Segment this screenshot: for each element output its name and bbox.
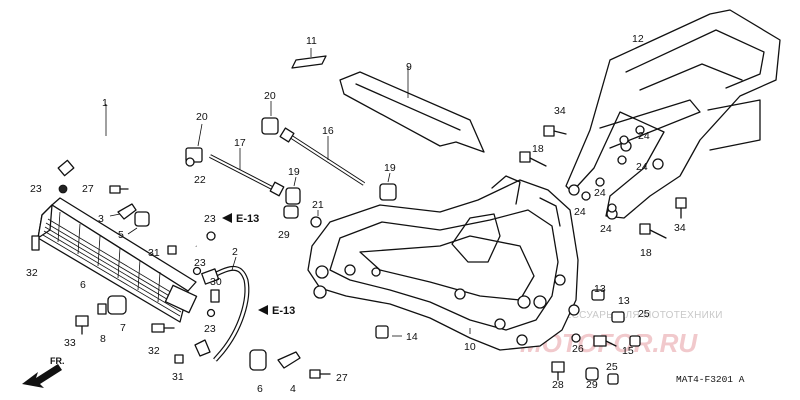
callout-part-6a[interactable]: 6 [80,279,86,291]
callout-part-22[interactable]: 22 [194,174,206,186]
callout-part-32a[interactable]: 32 [26,267,38,279]
callout-part-34a[interactable]: 34 [554,105,566,117]
callout-part-25a[interactable]: 25 [638,308,650,320]
callout-part-20a[interactable]: 20 [196,111,208,123]
callout-part-29[interactable]: 29 [278,229,290,241]
oil-cooler [37,197,198,323]
callout-part-5[interactable]: 5 [118,229,124,241]
callout-part-7[interactable]: 7 [120,322,126,334]
callout-part-32b[interactable]: 32 [148,345,160,357]
callout-part-14[interactable]: 14 [406,331,418,343]
callout-part-23d[interactable]: 23 [204,323,216,335]
callout-part-8[interactable]: 8 [100,333,106,345]
callout-part-18a[interactable]: 18 [532,143,544,155]
callout-part-24d[interactable]: 24 [574,206,586,218]
callout-part-25b[interactable]: 25 [606,361,618,373]
callout-part-24b[interactable]: 24 [636,161,648,173]
e13-upper-ref[interactable]: E-13 [236,213,259,225]
callout-part-10[interactable]: 10 [464,341,476,353]
e13-lower-ref[interactable]: E-13 [272,305,295,317]
callout-part-31a[interactable]: 31 [148,247,160,259]
callout-part-26[interactable]: 26 [572,343,584,355]
callout-part-27a[interactable]: 27 [82,183,94,195]
callout-part-24e[interactable]: 24 [600,223,612,235]
oil-hose-upper [57,104,197,247]
callout-part-9[interactable]: 9 [406,61,412,73]
callout-part-4[interactable]: 4 [290,383,296,395]
callout-part-28[interactable]: 28 [552,379,564,391]
callout-part-24a[interactable]: 24 [638,130,650,142]
top-parts [185,48,485,228]
callout-part-21[interactable]: 21 [312,199,324,211]
callout-part-29b[interactable]: 29 [586,379,598,391]
callout-part-23a[interactable]: 23 [30,183,42,195]
callout-part-30[interactable]: 30 [210,276,222,288]
front-direction-arrow: FR. [22,356,65,388]
callout-part-12[interactable]: 12 [632,33,644,45]
callout-part-19b[interactable]: 19 [384,162,396,174]
main-frame [307,175,580,351]
callout-part-19a[interactable]: 19 [288,166,300,178]
callout-part-2[interactable]: 2 [232,246,238,258]
callout-part-23b[interactable]: 23 [204,213,216,225]
callout-part-16[interactable]: 16 [322,125,334,137]
callout-part-17[interactable]: 17 [234,137,246,149]
callout-part-3[interactable]: 3 [98,213,104,225]
callout-part-24c[interactable]: 24 [594,187,606,199]
callout-part-11[interactable]: 11 [306,35,317,47]
callout-part-31b[interactable]: 31 [172,371,184,383]
small-parts-left [31,184,331,379]
reference-markers: E-13 E-13 [222,213,295,317]
rear-subframe [565,9,781,220]
callout-part-33[interactable]: 33 [64,337,76,349]
callout-part-15[interactable]: 15 [622,345,634,357]
callout-part-20b[interactable]: 20 [264,90,276,102]
callout-part-34b[interactable]: 34 [674,222,686,234]
callout-part-1[interactable]: 1 [102,97,108,109]
callout-part-13b[interactable]: 13 [618,295,630,307]
callout-part-18b[interactable]: 18 [640,247,652,259]
callout-part-23c[interactable]: 23 [194,257,206,269]
watermark-text: ЗАПЧАСТИ И АКСЕССУАРЫ ДЛЯ МОТОТЕХНИКИ [475,310,723,321]
diagram-code: MAT4-F3201 A [676,374,745,385]
part-callouts: 1 2 3 4 5 6 6 7 8 9 10 11 12 13 13 14 15… [26,33,686,395]
callout-part-6b[interactable]: 6 [257,383,263,395]
front-label: FR. [50,356,65,366]
small-parts-right [375,125,687,385]
callout-part-27b[interactable]: 27 [336,372,348,384]
oil-hose-lower [201,256,250,362]
callout-part-13a[interactable]: 13 [594,283,606,295]
